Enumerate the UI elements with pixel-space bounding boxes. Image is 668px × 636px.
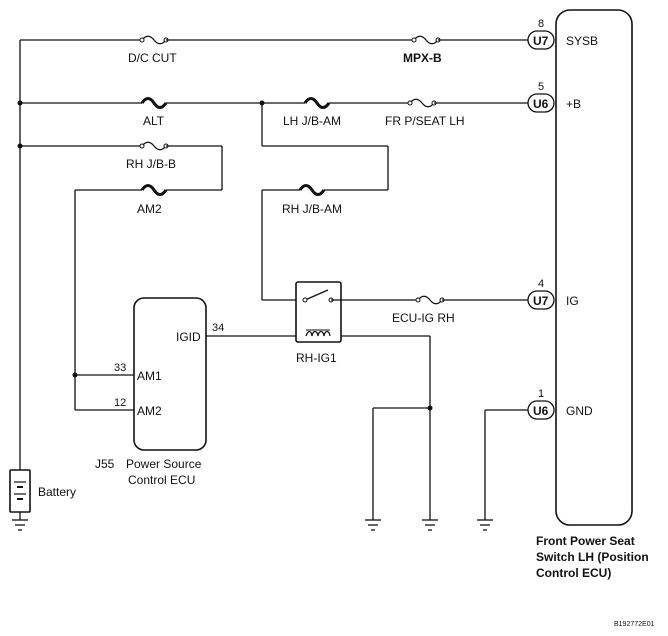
plus-b-pin-num: 5 xyxy=(538,81,544,93)
rh-jb-b-label: RH J/B-B xyxy=(126,157,176,171)
sysb-pin-name: SYSB xyxy=(566,34,598,48)
ig-pin-name: IG xyxy=(566,294,579,308)
am2-pin-name: AM2 xyxy=(137,404,162,418)
svg-text:U7: U7 xyxy=(533,294,549,308)
plus-b-circuit xyxy=(20,97,528,109)
battery-icon xyxy=(9,469,31,513)
seat-ecu-box xyxy=(555,9,633,526)
am1-pin-num: 33 xyxy=(114,362,126,374)
gnd-pin-name: GND xyxy=(566,404,593,418)
connector-u7-ig: U7 xyxy=(527,290,555,310)
ground-icon xyxy=(477,519,493,531)
svg-text:U6: U6 xyxy=(533,404,549,418)
ecu-ig-rh-label: ECU-IG RH xyxy=(392,311,455,325)
sysb-pin-num: 8 xyxy=(538,18,544,30)
am2-pin-num: 12 xyxy=(114,397,126,409)
igid-pin-name: IGID xyxy=(176,330,201,344)
svg-text:U6: U6 xyxy=(533,97,549,111)
am2-fuse xyxy=(140,184,168,196)
alt-fuse xyxy=(140,97,168,109)
gnd-circuit xyxy=(484,409,528,520)
igid-pin-num: 34 xyxy=(212,322,224,334)
am2-circuit xyxy=(20,141,223,411)
rh-jb-am-label: RH J/B-AM xyxy=(282,202,342,216)
power-source-ecu-box xyxy=(133,297,207,451)
battery-bus-wires xyxy=(17,40,23,470)
am1-pin-name: AM1 xyxy=(137,369,162,383)
figure-code: B192772E01 xyxy=(614,621,655,628)
fr-pseat-lh-fuse xyxy=(409,98,435,108)
sysb-circuit xyxy=(20,35,528,45)
ig-circuit xyxy=(331,295,528,305)
seat-ecu-name-1: Front Power Seat xyxy=(536,534,635,548)
alt-label: ALT xyxy=(143,114,165,128)
ground-icon xyxy=(365,519,381,531)
rh-jb-b-fuse xyxy=(141,141,167,151)
plus-b-pin-name: +B xyxy=(566,97,581,111)
mpx-b-label: MPX-B xyxy=(403,51,442,65)
ig-pin-num: 4 xyxy=(538,278,544,290)
mpx-b-fuse xyxy=(413,35,439,45)
connector-u7-sysb: U7 xyxy=(527,30,555,50)
rh-jb-am-fuse xyxy=(298,184,326,196)
ground-icons xyxy=(12,512,493,531)
connector-u6-gnd: U6 xyxy=(527,400,555,420)
dc-cut-fuse xyxy=(141,35,167,45)
ground-icon xyxy=(12,512,28,531)
svg-text:U7: U7 xyxy=(533,34,549,48)
ecu-ig-rh-fuse xyxy=(417,295,443,305)
ground-icon xyxy=(422,519,438,531)
battery-label: Battery xyxy=(38,485,76,499)
rh-jb-am-circuit xyxy=(261,103,389,301)
power-ecu-name-2: Control ECU xyxy=(128,473,195,487)
rh-ig1-label: RH-IG1 xyxy=(296,351,337,365)
seat-ecu-name-3: Control ECU) xyxy=(536,566,611,580)
rh-ig1-relay xyxy=(295,281,342,343)
power-ecu-code: J55 xyxy=(95,457,115,471)
igid-circuit xyxy=(206,335,433,520)
fr-pseat-lh-label: FR P/SEAT LH xyxy=(385,114,465,128)
lh-jb-am-fuse xyxy=(303,97,331,109)
power-ecu-name-1: Power Source xyxy=(126,457,202,471)
gnd-pin-num: 1 xyxy=(538,388,544,400)
am2-label: AM2 xyxy=(137,202,162,216)
lh-jb-am-label: LH J/B-AM xyxy=(283,114,341,128)
connector-u6-plus-b: U6 xyxy=(527,93,555,113)
seat-ecu-name-2: Switch LH (Position xyxy=(536,550,649,564)
dc-cut-label: D/C CUT xyxy=(128,51,177,65)
